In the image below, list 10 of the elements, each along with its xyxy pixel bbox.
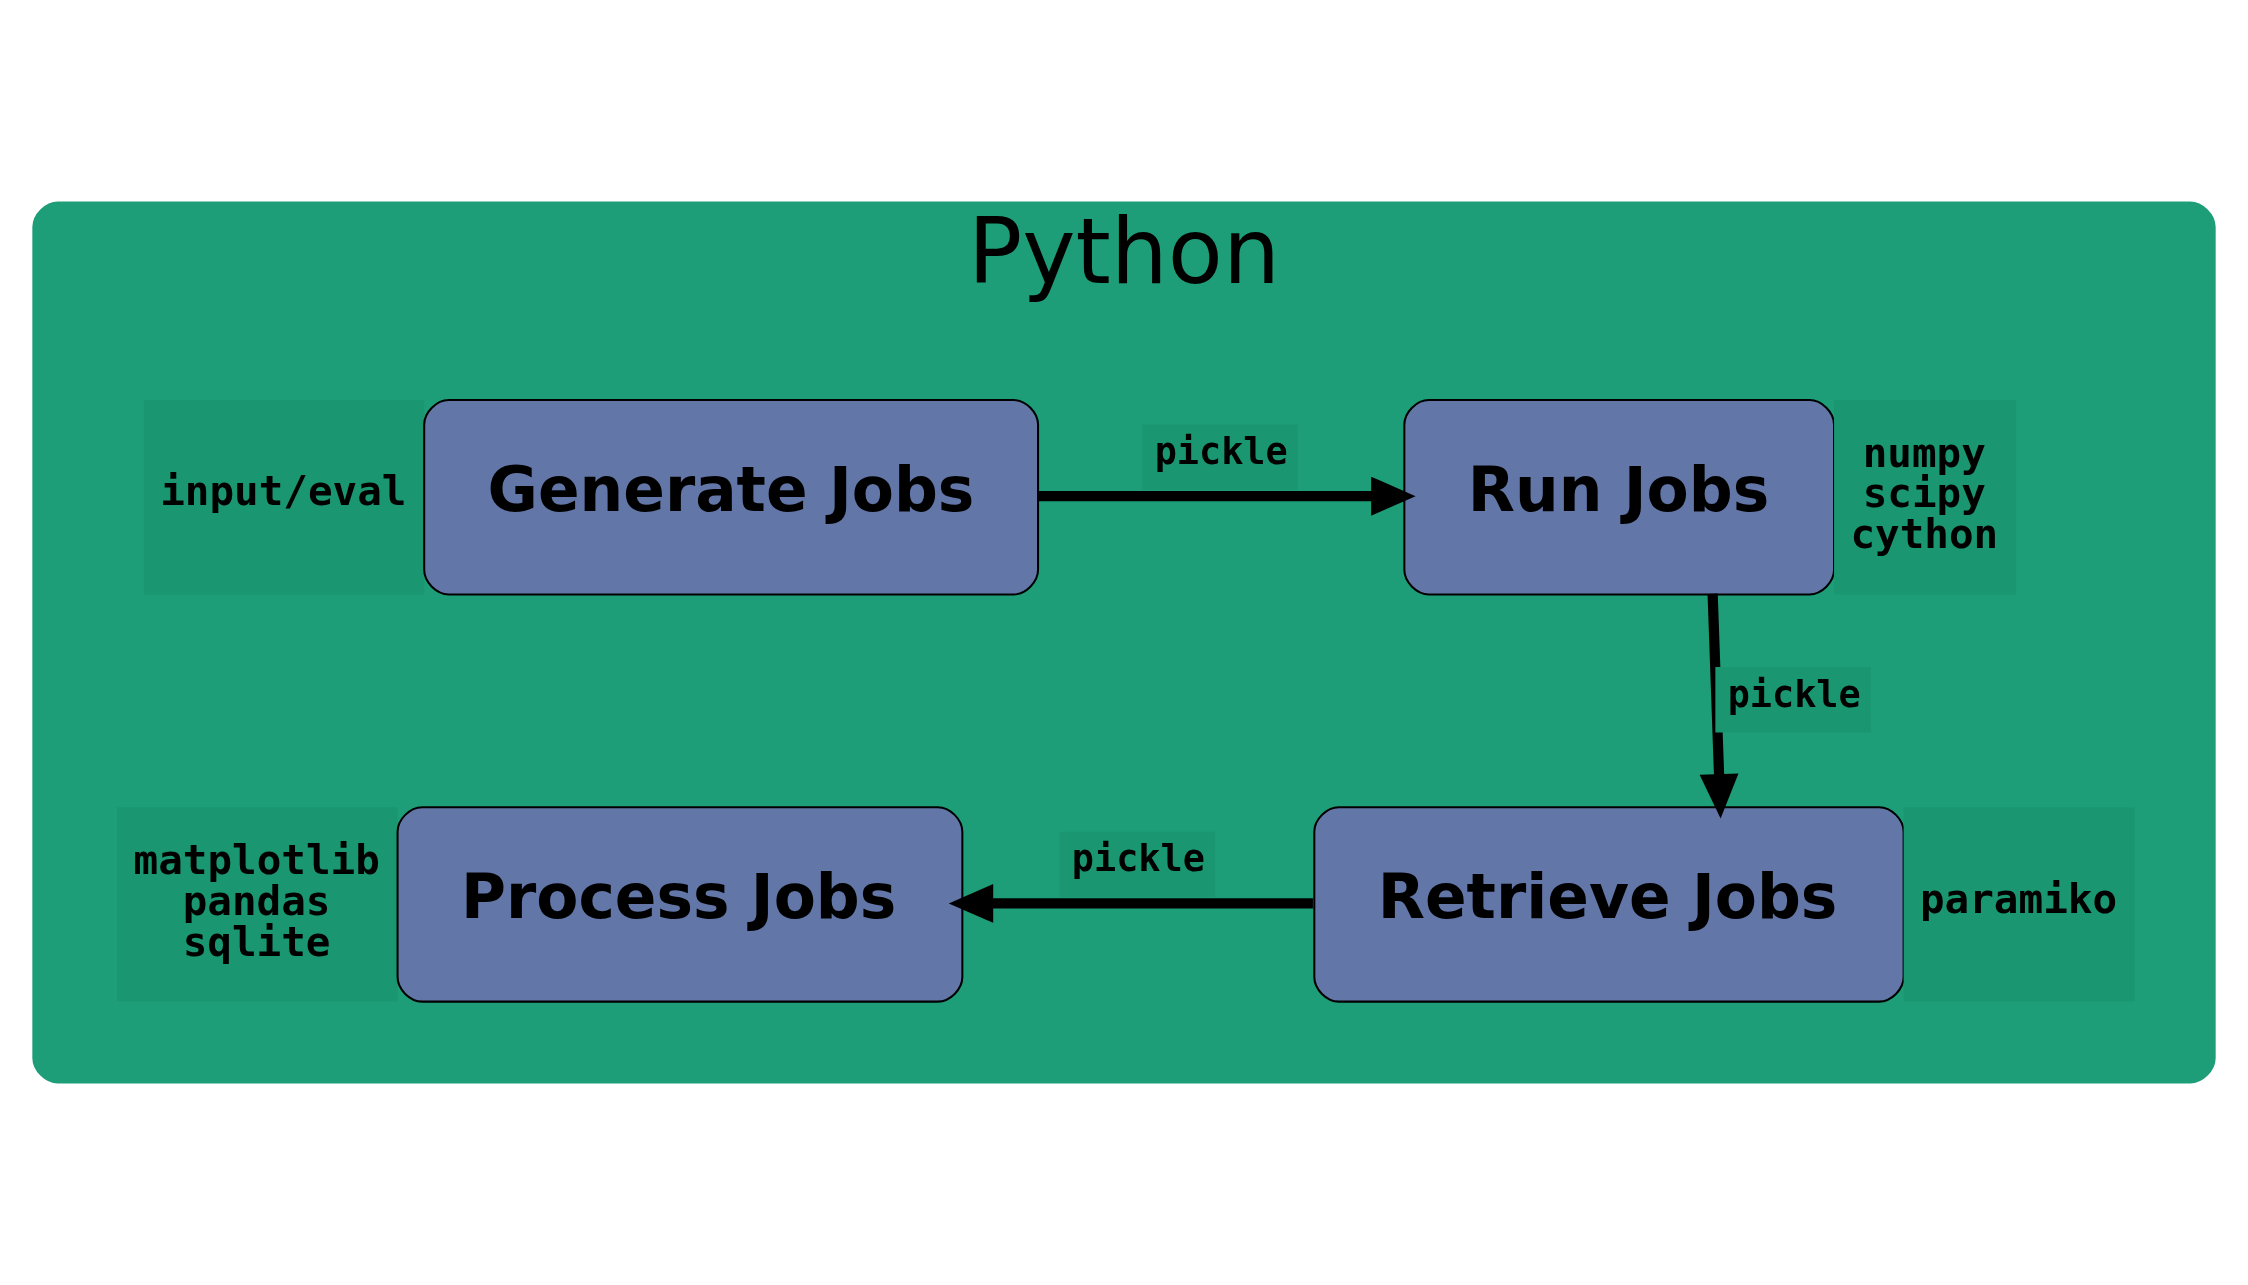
edge-label: pickle xyxy=(1154,430,1288,474)
arrow xyxy=(1037,476,1416,516)
node-label: matplotlib pandas sqlite xyxy=(133,835,380,966)
edge-label: pickle xyxy=(1727,672,1861,716)
arrow xyxy=(1699,593,1739,819)
arrow xyxy=(948,883,1313,923)
node-label: input/eval xyxy=(160,467,407,516)
edge-label: pickle xyxy=(1071,837,1205,881)
node-label: paramiko xyxy=(1919,874,2118,923)
node-label: numpy scipy cython xyxy=(1850,428,1999,559)
